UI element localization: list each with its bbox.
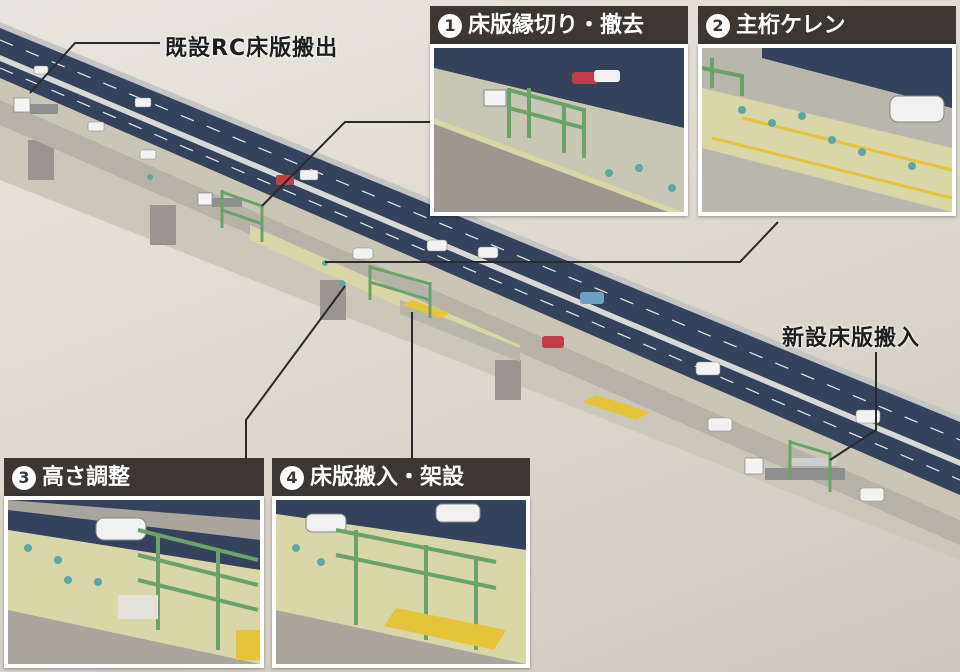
step-number-badge: 4 bbox=[280, 466, 304, 490]
step-1-illustration bbox=[434, 48, 684, 212]
new-slab-truck bbox=[744, 457, 845, 480]
step-number-badge: 3 bbox=[12, 466, 36, 490]
old-slab-truck bbox=[13, 97, 58, 114]
step-2-title: 主桁ケレン bbox=[736, 13, 846, 38]
step-2-header: 2 主桁ケレン bbox=[698, 6, 956, 46]
step-3-panel bbox=[4, 496, 264, 668]
step-1-title: 床版縁切り・撤去 bbox=[468, 13, 645, 38]
step-4-illustration bbox=[276, 500, 526, 664]
step-number-badge: 2 bbox=[706, 14, 730, 38]
step-number-badge: 1 bbox=[438, 14, 462, 38]
label-remove-old-slab: 既設RC床版搬出 bbox=[165, 36, 339, 61]
step-4-title: 床版搬入・架設 bbox=[310, 465, 465, 490]
step-1-panel bbox=[430, 44, 688, 216]
step-3-title: 高さ調整 bbox=[42, 465, 131, 490]
step-3-header: 3 高さ調整 bbox=[4, 458, 264, 498]
step-1-header: 1 床版縁切り・撤去 bbox=[430, 6, 688, 46]
step-2-panel bbox=[698, 44, 956, 216]
step-2-illustration bbox=[702, 48, 952, 212]
step-3-illustration bbox=[8, 500, 260, 664]
step-4-header: 4 床版搬入・架設 bbox=[272, 458, 530, 498]
step-4-panel bbox=[272, 496, 530, 668]
label-bring-new-slab: 新設床版搬入 bbox=[782, 326, 921, 351]
